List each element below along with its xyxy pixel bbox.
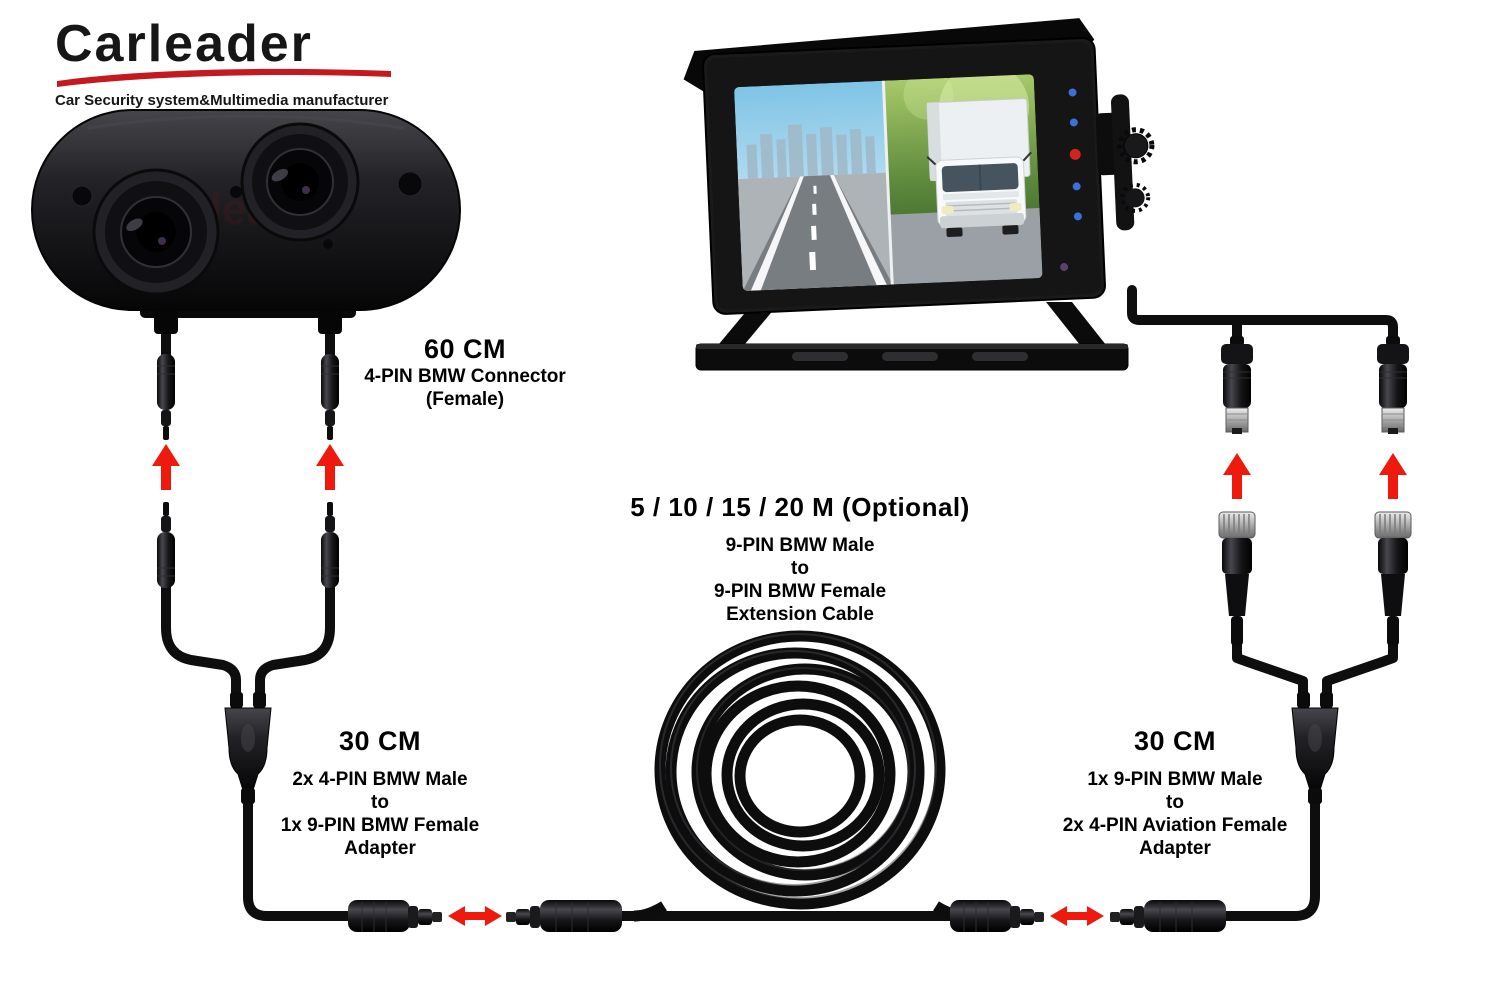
label-length: 30 CM xyxy=(338,726,422,756)
label-line: 1x 9-PIN BMW Female xyxy=(280,815,480,836)
label-line: 1x 9-PIN BMW Male xyxy=(1087,769,1263,790)
camera-mount-hole-left xyxy=(71,185,93,207)
monitor-screen xyxy=(733,74,1043,292)
power-button xyxy=(1069,148,1081,160)
right-branch-left xyxy=(1232,635,1308,701)
aviation-female-connector-left xyxy=(1218,511,1256,646)
double-arrow xyxy=(448,906,502,926)
truck xyxy=(926,98,1032,238)
label-left-adapter: 30 CM 2x 4-PIN BMW Male to 1x 9-PIN BMW … xyxy=(238,726,522,860)
label-line: 9-PIN BMW Female xyxy=(713,581,887,602)
ir-sensor xyxy=(1060,263,1069,272)
brand-name: Carleader xyxy=(55,15,313,73)
label-line: to xyxy=(1166,792,1184,813)
adapter-branch-left xyxy=(161,577,241,701)
aviation-male-connector-right xyxy=(1377,336,1409,434)
label-line: 2x 4-PIN BMW Male xyxy=(292,769,468,790)
monitor-stand-bracket xyxy=(695,302,1129,371)
menu-button xyxy=(1068,88,1077,97)
label-extension-cable: 5 / 10 / 15 / 20 M (Optional) 9-PIN BMW … xyxy=(610,492,990,626)
up-arrow xyxy=(152,444,180,490)
label-length: 30 CM xyxy=(1133,726,1217,756)
bmw-male-connector-right xyxy=(321,502,339,588)
monitor-hinge xyxy=(1095,94,1155,231)
right-adapter-tail xyxy=(1217,795,1320,921)
bmw-9pin-female-socket-left xyxy=(506,900,622,932)
label-line: 2x 4-PIN Aviation Female xyxy=(1062,815,1288,836)
label-line: Adapter xyxy=(1139,838,1211,859)
brand-swoosh xyxy=(57,68,391,87)
label-length: 60 CM xyxy=(423,334,507,364)
bmw-female-connector-right xyxy=(321,354,339,440)
label-line: to xyxy=(791,558,809,579)
brand-tagline: Car Security system&Multimedia manufactu… xyxy=(55,92,389,109)
up-button xyxy=(1069,118,1078,127)
monitor-buttons xyxy=(1060,88,1082,272)
right-branch-right xyxy=(1322,635,1398,701)
up-arrow xyxy=(1223,453,1251,499)
camera-led-hole xyxy=(323,239,333,249)
aviation-male-connector-left xyxy=(1221,336,1253,434)
camera-lens-right xyxy=(240,122,360,242)
bmw-male-connector-left xyxy=(157,502,175,588)
y-adapter-right xyxy=(1291,692,1339,804)
highway-road xyxy=(742,174,893,292)
brand-logo: Carleader Car Security system&Multimedia… xyxy=(55,18,415,109)
camera-mic-hole xyxy=(230,186,242,198)
select-button xyxy=(1073,212,1082,221)
monitor-head xyxy=(683,18,1155,315)
aviation-female-connector-right xyxy=(1374,511,1412,646)
double-arrow xyxy=(1050,906,1104,926)
monitor-assembly xyxy=(683,18,1155,371)
y-adapter-left xyxy=(224,692,272,804)
label-line: (Female) xyxy=(425,389,505,410)
bmw-9pin-female-socket-right xyxy=(1110,900,1226,932)
label-line: to xyxy=(371,792,389,813)
up-arrow xyxy=(316,444,344,490)
bmw-female-connector-left xyxy=(157,354,175,440)
label-line: 4-PIN BMW Connector xyxy=(364,366,566,387)
bmw-9pin-male-plug-left xyxy=(348,900,442,932)
cable-runs xyxy=(161,285,1398,921)
camera-lens-left xyxy=(92,168,220,296)
dual-lens-camera: Carleader xyxy=(31,109,461,334)
adapter-branch-right xyxy=(255,577,335,701)
split-screen-divider xyxy=(881,80,894,285)
label-camera-pigtail: 60 CM 4-PIN BMW Connector (Female) xyxy=(325,334,605,411)
label-length: 5 / 10 / 15 / 20 M (Optional) xyxy=(630,492,970,522)
left-adapter-tail xyxy=(243,795,357,921)
label-line: Adapter xyxy=(344,838,416,859)
extension-coil xyxy=(633,630,967,922)
label-right-adapter: 30 CM 1x 9-PIN BMW Male to 2x 4-PIN Avia… xyxy=(1033,726,1317,860)
label-line: Extension Cable xyxy=(726,604,874,625)
city-skyline xyxy=(746,124,876,179)
camera-mount-hole-right xyxy=(397,171,423,197)
monitor-feed xyxy=(1127,285,1398,347)
label-line: 9-PIN BMW Male xyxy=(725,535,875,556)
down-button xyxy=(1072,182,1081,191)
bmw-9pin-male-plug-right xyxy=(950,900,1044,932)
up-arrow xyxy=(1379,453,1407,499)
